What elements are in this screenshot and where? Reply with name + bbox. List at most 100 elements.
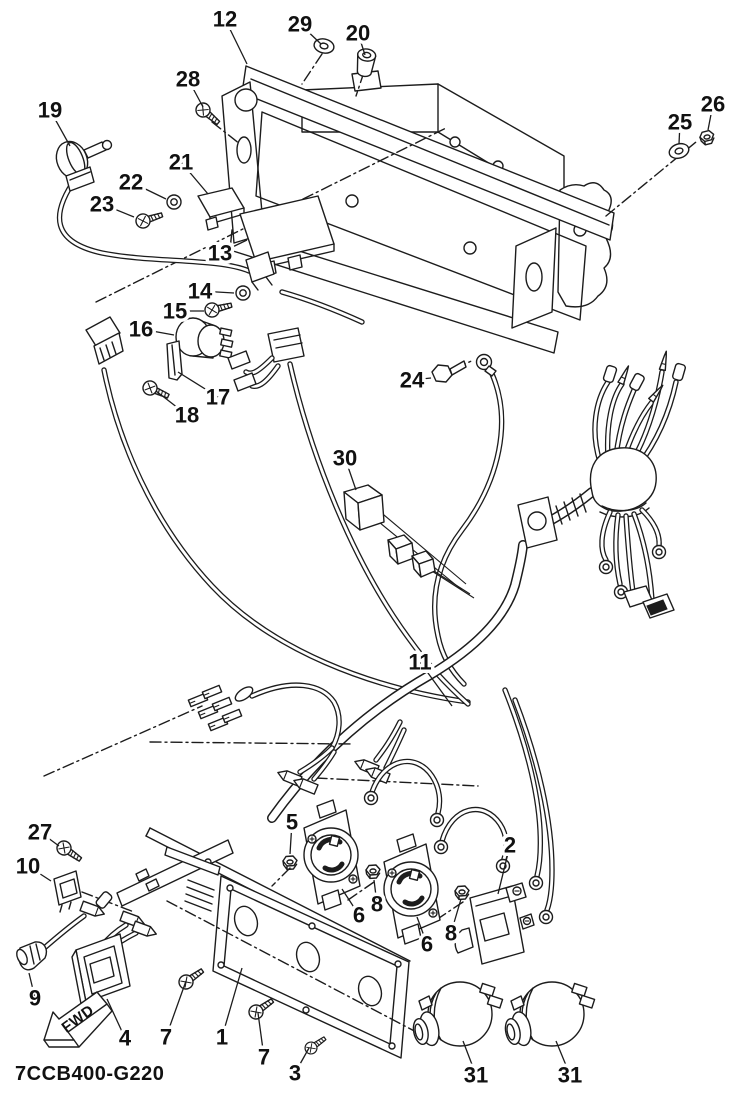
callout-leader-line	[411, 377, 432, 381]
callout-number: 15	[163, 299, 187, 324]
nut-26	[698, 129, 716, 147]
bolt-20	[356, 48, 377, 78]
pcb-21	[197, 187, 245, 231]
callout-8: 8	[367, 879, 387, 920]
callout-number: 28	[176, 67, 200, 92]
callout-number: 9	[29, 986, 41, 1011]
pin-terminal	[658, 349, 670, 372]
harness-boot	[589, 447, 657, 512]
callout-leader-line	[219, 239, 248, 254]
callout-13: 13	[204, 237, 248, 269]
callout-number: 3	[289, 1061, 301, 1086]
callout-leader-line	[707, 103, 714, 131]
receptacle-6	[384, 834, 440, 944]
callout-leader-line	[49, 109, 71, 147]
callout-number: 26	[701, 92, 725, 117]
callout-2: 2	[497, 829, 520, 895]
callout-number: 24	[400, 368, 425, 393]
callout-20: 20	[342, 17, 374, 56]
callout-17: 17	[177, 371, 234, 413]
callout-number: 16	[129, 317, 153, 342]
callout-number: 7	[258, 1045, 270, 1070]
connector-mid	[227, 327, 471, 707]
washer-14	[235, 285, 251, 301]
callout-10: 10	[12, 850, 52, 882]
screw-7	[245, 994, 278, 1023]
solenoid-31	[409, 981, 504, 1050]
callout-number: 5	[286, 810, 298, 835]
callout-19: 19	[34, 94, 71, 147]
callout-leader-line	[416, 916, 428, 945]
callout-leader-line	[299, 23, 322, 45]
callout-leader-line	[341, 888, 360, 916]
callout-14: 14	[184, 275, 235, 307]
front-panel-1	[166, 867, 464, 1059]
callout-number: 30	[333, 446, 357, 471]
pcb-13	[239, 195, 335, 291]
callout-leader-line	[27, 865, 52, 882]
callout-27: 27	[24, 816, 60, 848]
callout-30: 30	[329, 442, 361, 491]
label-slot	[164, 846, 221, 912]
callout-31: 31	[554, 1040, 586, 1091]
sender-plug-9	[16, 889, 114, 971]
callout-leader-line	[373, 879, 378, 905]
screw-27	[53, 837, 86, 866]
callout-number: 8	[371, 892, 383, 917]
callout-leader-line	[165, 980, 187, 1038]
callout-25: 25	[664, 106, 696, 145]
callout-number: 11	[408, 650, 431, 675]
callout-leader-line	[221, 967, 243, 1038]
callout-leader-line	[555, 1040, 571, 1076]
callout-24: 24	[396, 364, 432, 396]
connector-left	[85, 316, 471, 705]
callout-number: 2	[504, 833, 516, 858]
callout-number: 7	[160, 1025, 172, 1050]
hour-meter-4	[71, 910, 159, 1010]
callout-number: 18	[175, 403, 199, 428]
callout-8: 8	[441, 898, 462, 949]
cap-terminal	[671, 362, 687, 382]
construction-lines-mid	[43, 705, 479, 787]
callout-29: 29	[284, 8, 322, 45]
callout-leader-line	[177, 371, 219, 398]
callout-leader-line	[450, 898, 462, 934]
grommet	[517, 496, 558, 549]
callout-18: 18	[155, 390, 203, 431]
receptacle-6	[304, 800, 360, 910]
callout-leader-line	[106, 998, 126, 1039]
circuit-breaker-2	[454, 882, 535, 965]
fwd-arrow: FWD	[43, 991, 113, 1048]
callout-26: 26	[697, 88, 729, 131]
ring-wires-right	[502, 687, 555, 925]
screw-23	[133, 207, 165, 231]
callout-leader-line	[497, 844, 511, 895]
cap-terminal	[602, 364, 618, 384]
cap-terminal	[628, 371, 646, 393]
ring-terminal	[651, 544, 667, 560]
callout-4: 4	[106, 998, 135, 1054]
washer-22	[166, 194, 182, 210]
callout-6: 6	[416, 916, 437, 960]
pin-terminal	[617, 364, 632, 386]
callout-number: 13	[208, 241, 232, 266]
callout-leader-line	[140, 328, 175, 336]
callout-28: 28	[172, 63, 204, 108]
spade-bundle	[187, 682, 342, 751]
callout-number: 19	[38, 98, 62, 123]
callout-number: 20	[346, 21, 370, 46]
callout-number: 8	[445, 921, 457, 946]
callout-leader-line	[257, 1012, 265, 1058]
callout-12: 12	[209, 3, 248, 65]
flag-terminal	[233, 372, 257, 392]
callout-leader-line	[155, 390, 188, 416]
callout-leader-line	[294, 1047, 310, 1074]
callout-5: 5	[282, 806, 302, 855]
callout-number: 29	[288, 12, 312, 37]
callout-11: 11	[405, 646, 453, 707]
callout-number: 10	[16, 854, 40, 879]
callout-number: 25	[668, 110, 692, 135]
